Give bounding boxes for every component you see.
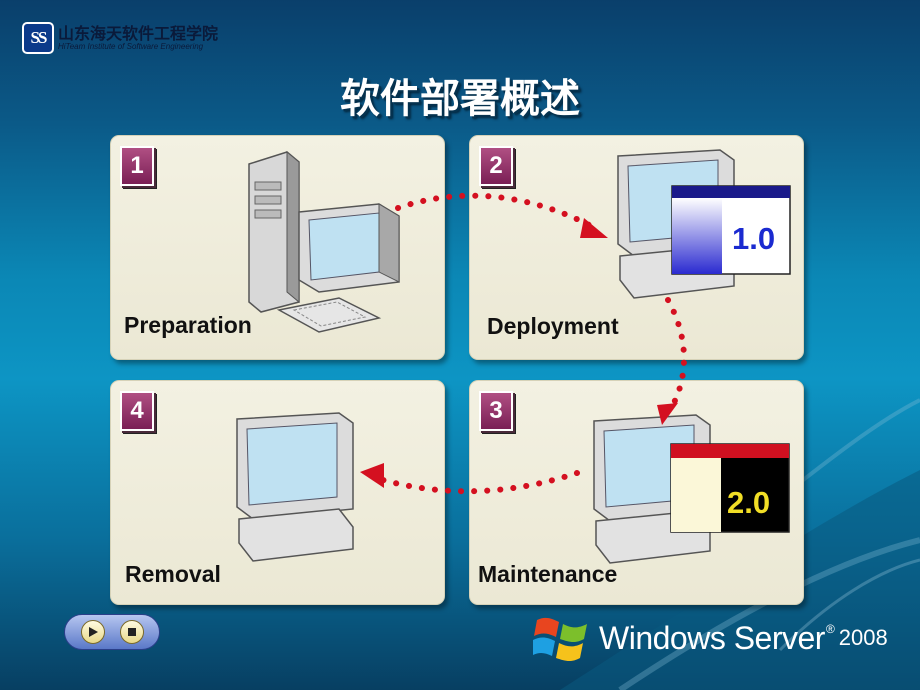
panel-deployment: 2 1.0 Deployment	[469, 135, 804, 360]
play-button[interactable]	[80, 620, 105, 644]
slide-nav-control	[64, 614, 160, 650]
step-badge-2: 2	[479, 146, 513, 186]
panel-preparation: 1 Preparation	[110, 135, 445, 360]
version-window-1-icon	[671, 185, 791, 275]
windows-server-branding: Windows Server®2008	[533, 612, 888, 664]
panel-label-deployment: Deployment	[487, 313, 619, 339]
version-label-1: 1.0	[732, 221, 776, 256]
logo-name-en: HiTeam Institute of Software Engineering	[58, 42, 204, 51]
panel-removal: 4 Removal	[110, 380, 445, 605]
stop-icon	[127, 628, 136, 636]
version-label-2: 2.0	[727, 485, 771, 520]
page-title: 软件部署概述	[340, 76, 580, 122]
step-badge-3: 3	[479, 391, 513, 431]
product-name: Windows Server	[599, 619, 825, 656]
windows-flag-icon	[533, 617, 587, 662]
registered-mark: ®	[825, 622, 835, 636]
school-logo: SS 山东海天软件工程学院 HiTeam Institute of Softwa…	[22, 22, 218, 54]
panel-label-removal: Removal	[125, 561, 221, 587]
step-badge-4: 4	[120, 391, 154, 431]
computer-tower-icon	[248, 150, 400, 333]
stop-button[interactable]	[119, 620, 144, 644]
product-version: 2008	[838, 625, 888, 650]
computer-monitor-icon	[236, 412, 354, 562]
panel-label-preparation: Preparation	[124, 312, 252, 338]
panel-maintenance: 3 2.0 Maintenance	[469, 380, 804, 605]
step-badge-1: 1	[120, 146, 154, 186]
logo-mark: SS	[22, 22, 54, 54]
play-icon	[88, 627, 98, 637]
logo-name-cn: 山东海天软件工程学院	[58, 24, 219, 43]
version-window-2-icon	[670, 443, 790, 533]
panel-label-maintenance: Maintenance	[478, 561, 618, 587]
